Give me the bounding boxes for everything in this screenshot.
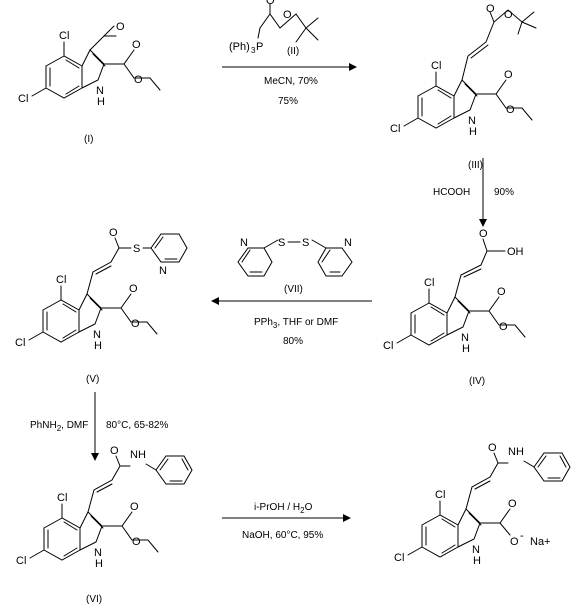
chlorine-label: Cl: [394, 552, 404, 564]
nh-h-label: H: [462, 343, 470, 355]
oxygen-label: O: [283, 9, 292, 21]
phosphorus-label: P: [256, 41, 263, 53]
oxygen-label: O: [109, 227, 118, 239]
carboxylate-oxygen-label: O: [510, 536, 519, 548]
oxygen-label: O: [129, 283, 138, 295]
sulfur-label: S: [133, 243, 140, 255]
step5-conditions: NaOH, 60°C, 95%: [242, 530, 323, 541]
oxygen-label: O: [130, 501, 139, 513]
chlorine-label: Cl: [383, 340, 393, 352]
chlorine-label: Cl: [424, 277, 434, 289]
nitrogen-label: N: [159, 265, 167, 277]
oxygen-label: O: [132, 39, 141, 51]
sulfur-label: S: [278, 237, 285, 249]
oxygen-label: O: [504, 9, 513, 21]
step2-yield: 90%: [494, 187, 514, 198]
step4-reagent: PhNH2, DMF: [30, 420, 88, 433]
negative-charge-label: -: [520, 530, 524, 542]
oxygen-label: O: [497, 286, 506, 298]
nitrogen-label: N: [240, 237, 248, 249]
oxygen-label: O: [132, 536, 141, 548]
oxygen-label: O: [266, 0, 275, 7]
reagent-VII: S S N N (VII): [237, 237, 353, 295]
nh-n-label: N: [472, 544, 480, 556]
hydroxyl-label: OH: [507, 246, 524, 258]
nh-h-label: H: [473, 555, 481, 567]
chlorine-label: Cl: [56, 274, 66, 286]
chlorine-label: Cl: [431, 60, 441, 72]
triphenyl-subscript: 3: [251, 46, 256, 55]
label-I: (I): [84, 134, 93, 145]
step3-conditions: PPh3, THF or DMF: [254, 317, 338, 330]
oxygen-label: O: [488, 442, 497, 454]
chlorine-label: Cl: [59, 30, 69, 42]
amide-nh-label: NH: [130, 449, 146, 461]
label-VII: (VII): [284, 284, 303, 295]
sodium-cation-label: Na+: [530, 536, 551, 548]
oxygen-label: O: [499, 321, 508, 333]
chlorine-label: Cl: [57, 492, 67, 504]
nh-h-label: H: [94, 340, 102, 352]
label-V: (V): [86, 374, 99, 385]
nh-h-label: H: [97, 96, 105, 108]
nh-n-label: N: [468, 115, 476, 127]
oxygen-label: O: [486, 3, 495, 15]
label-VI: (VI): [86, 594, 102, 605]
nh-n-label: N: [96, 85, 104, 97]
compound-V: Cl Cl N H O S N O O: [15, 227, 188, 352]
oxygen-label: O: [134, 74, 143, 86]
oxygen-label: O: [116, 21, 125, 33]
oxygen-label: O: [504, 69, 513, 81]
step1-yield: 75%: [278, 96, 298, 107]
amide-nh-label: NH: [508, 446, 524, 458]
step5-solvent: i-PrOH / H2O: [254, 502, 313, 515]
label-IV: (IV): [469, 376, 485, 387]
label-II: (II): [287, 46, 299, 57]
triphenyl-label: (Ph): [229, 41, 250, 53]
step2-reagent: HCOOH: [433, 187, 470, 198]
nh-n-label: N: [94, 547, 102, 559]
compound-final-sodium-salt: Cl Cl N H O NH O O - Na+: [394, 442, 571, 567]
nitrogen-label: N: [344, 237, 352, 249]
nh-h-label: H: [469, 126, 477, 138]
reagent-II: O O (Ph) 3 P (II): [229, 0, 319, 57]
label-III: (III): [468, 160, 483, 171]
chlorine-label: Cl: [18, 93, 28, 105]
compound-I: Cl Cl N H O O O: [18, 21, 161, 108]
compound-III: Cl Cl N H O O O O: [390, 3, 537, 138]
sulfur-label: S: [302, 237, 309, 249]
nh-n-label: N: [461, 332, 469, 344]
step1-conditions: MeCN, 70%: [264, 76, 318, 87]
oxygen-label: O: [508, 498, 517, 510]
step4-conditions: 80°C, 65-82%: [106, 420, 168, 431]
compound-IV: Cl Cl N H O OH O O: [383, 228, 526, 355]
oxygen-label: O: [506, 104, 515, 116]
step3-yield: 80%: [283, 336, 303, 347]
chlorine-label: Cl: [15, 337, 25, 349]
compound-VI: Cl Cl N H O NH O O: [16, 445, 193, 570]
oxygen-label: O: [110, 445, 119, 457]
chlorine-label: Cl: [390, 123, 400, 135]
chlorine-label: Cl: [435, 489, 445, 501]
oxygen-label: O: [131, 318, 140, 330]
oxygen-label: O: [479, 228, 488, 240]
chlorine-label: Cl: [16, 555, 26, 567]
nh-h-label: H: [95, 558, 103, 570]
nh-n-label: N: [93, 329, 101, 341]
